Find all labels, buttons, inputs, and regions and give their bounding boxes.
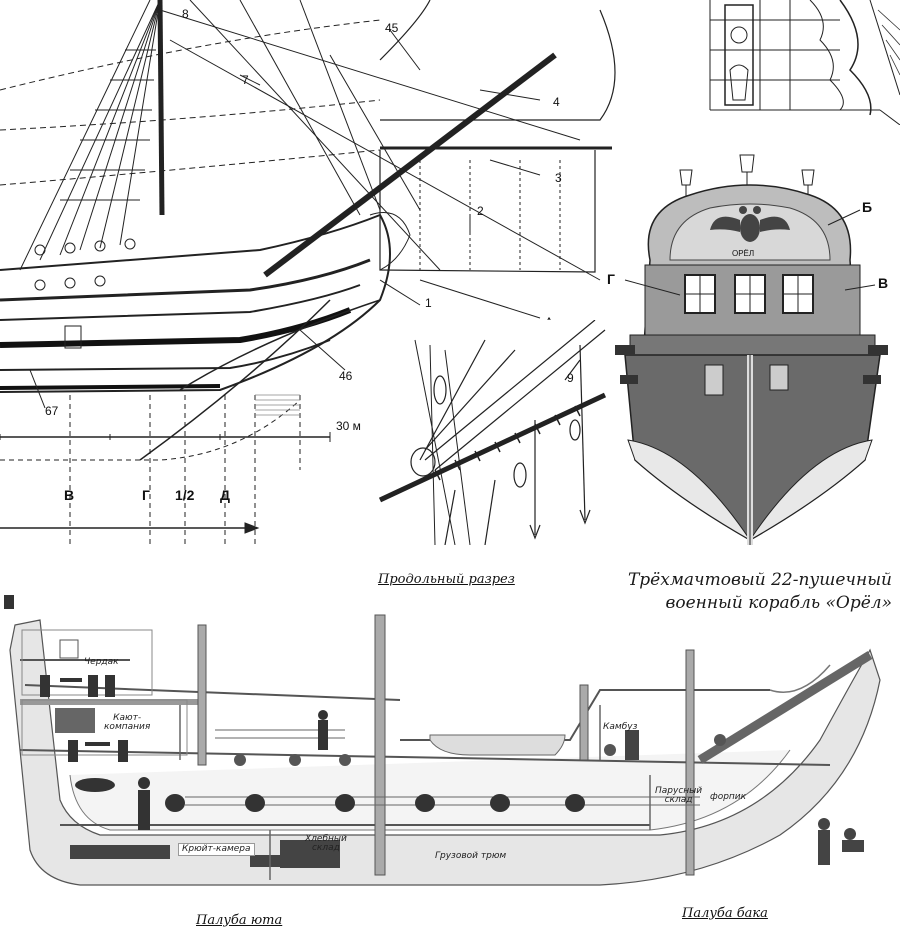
callout-9: 9 bbox=[567, 371, 574, 385]
room-khlebny-sklad: Хлебный склад bbox=[305, 834, 347, 854]
bow-rigging-drawing: 8 7 45 4 3 2 1 46 67 А 30 м В Г 1/2 Д bbox=[0, 0, 620, 545]
callout-1: 1 bbox=[425, 296, 432, 310]
room-kambuz: Камбуз bbox=[603, 722, 638, 732]
carving-detail-lines bbox=[709, 0, 900, 125]
room-cherdak: Чердак bbox=[84, 657, 119, 667]
callout-46: 46 bbox=[339, 369, 353, 383]
stern-view-lines bbox=[615, 154, 888, 545]
carving-detail-drawing bbox=[700, 0, 900, 125]
callout-7: 7 bbox=[242, 73, 249, 87]
callout-8: 8 bbox=[182, 7, 189, 21]
bow-drawing-lines bbox=[0, 0, 616, 545]
callout-67: 67 bbox=[45, 404, 59, 418]
scale-label: 30 м bbox=[336, 419, 361, 433]
stern-view-drawing: Б В Г ОРЁЛ bbox=[600, 150, 900, 550]
ship-title: Трёхмачтовый 22-пушечный военный корабль… bbox=[628, 570, 892, 613]
stern-callout-v: В bbox=[878, 275, 889, 291]
room-gruzovoy-trum: Грузовой трюм bbox=[435, 851, 507, 861]
station-label-v: В bbox=[64, 487, 75, 503]
section-lines bbox=[4, 595, 881, 886]
caption-longitudinal-section: Продольный разрез bbox=[378, 572, 515, 587]
room-kruyt-kamera: Крюйт-камера bbox=[178, 843, 255, 857]
ship-title-line-1: Трёхмачтовый 22-пушечный bbox=[627, 570, 892, 590]
callout-2: 2 bbox=[477, 204, 484, 218]
callout-3: 3 bbox=[555, 171, 562, 185]
callout-4: 4 bbox=[553, 95, 560, 109]
stern-callout-b: Б bbox=[862, 199, 873, 215]
rigging-detail-lines bbox=[378, 320, 607, 545]
callout-45: 45 bbox=[385, 21, 399, 35]
rigging-detail-drawing: 9 bbox=[375, 320, 625, 545]
station-label-half: 1/2 bbox=[175, 487, 195, 503]
caption-poop-deck: Палуба юта bbox=[196, 913, 283, 928]
caption-forecastle-deck: Палуба бака bbox=[682, 906, 768, 921]
room-parusny-sklad: Парусный склад bbox=[655, 786, 703, 806]
stern-callout-g: Г bbox=[607, 271, 615, 287]
stern-name-plate: ОРЁЛ bbox=[732, 249, 755, 258]
room-forpik: форпик bbox=[710, 792, 747, 802]
ship-title-line-2: военный корабль «Орёл» bbox=[665, 593, 892, 613]
longitudinal-section-drawing: Чердак Кают- компания Камбуз Парусный ск… bbox=[0, 590, 900, 900]
room-kayut-kompaniya: Кают- компания bbox=[104, 713, 151, 733]
station-label-d: Д bbox=[220, 487, 230, 503]
station-label-g: Г bbox=[142, 487, 150, 503]
